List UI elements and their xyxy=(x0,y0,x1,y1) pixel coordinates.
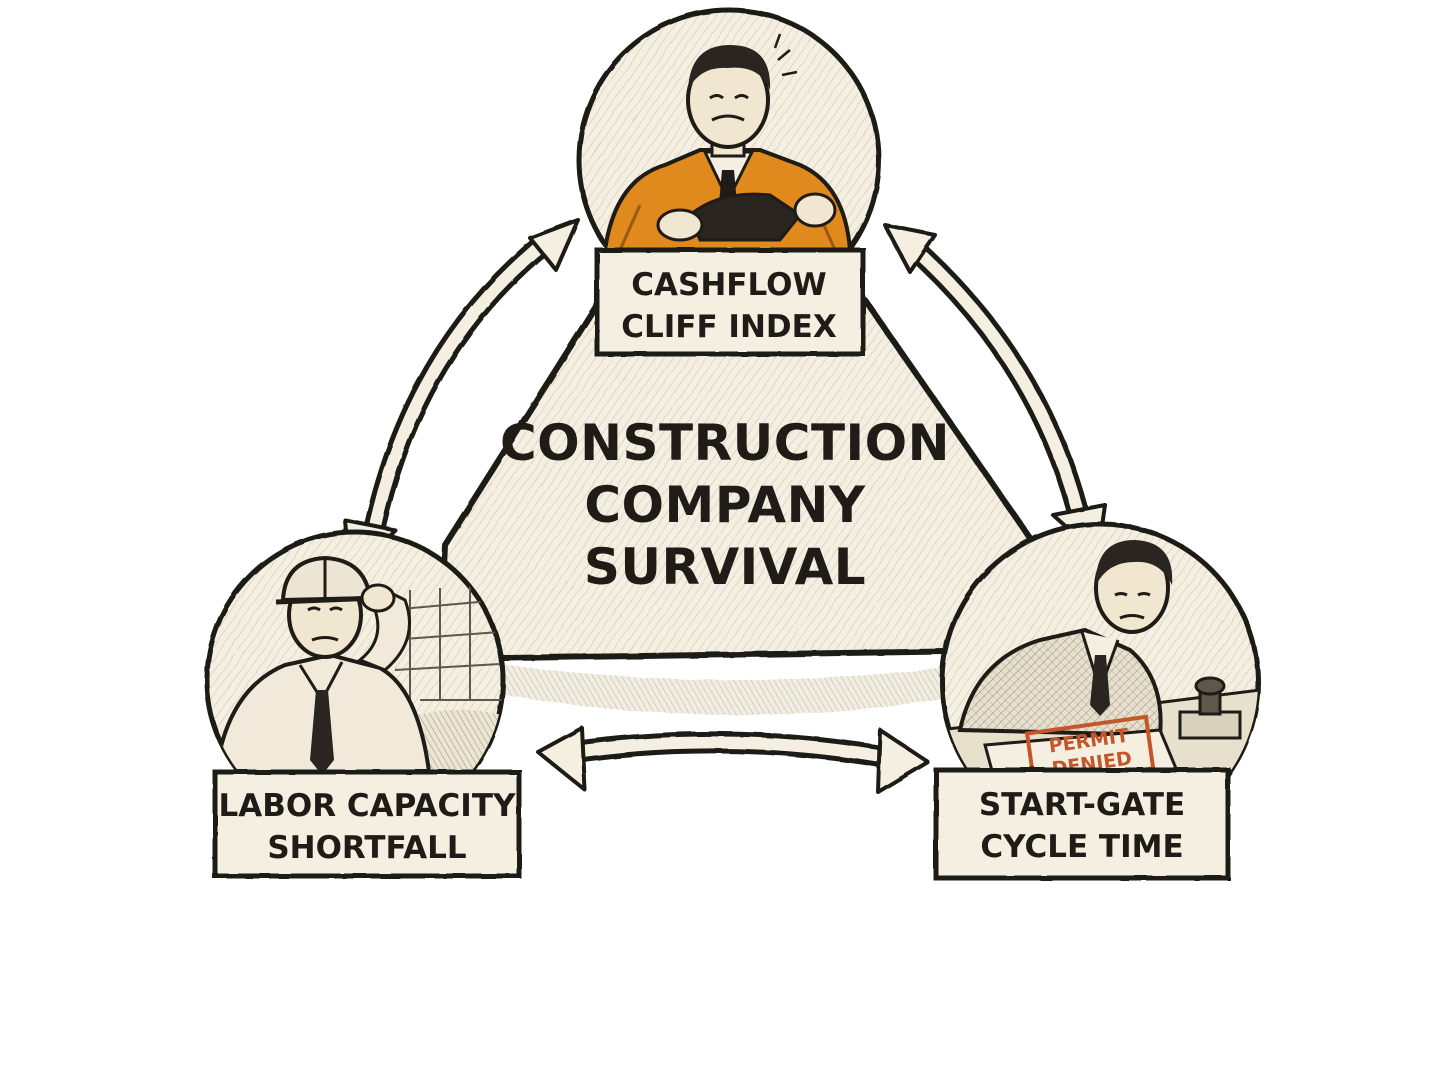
center-label: CONSTRUCTION COMPANY SURVIVAL xyxy=(500,414,950,596)
node-start-gate: PERMIT DENIED START-GATE CYCLE TIME xyxy=(933,521,1261,881)
labor-label-line-1: LABOR CAPACITY xyxy=(219,788,516,824)
center-line-2: COMPANY xyxy=(584,476,866,534)
cashflow-label-line-1: CASHFLOW xyxy=(631,267,826,303)
center-line-1: CONSTRUCTION xyxy=(500,414,950,472)
worried-man-empty-wallet-icon xyxy=(602,33,853,252)
center-line-3: SURVIVAL xyxy=(584,538,866,596)
center-triangle xyxy=(435,297,1048,715)
labor-label-line-2: SHORTFALL xyxy=(267,830,466,866)
node-cashflow: CASHFLOW CLIFF INDEX xyxy=(576,7,882,357)
cashflow-label-line-2: CLIFF INDEX xyxy=(621,309,837,345)
start-gate-label-line-2: CYCLE TIME xyxy=(980,829,1183,865)
start-gate-label-line-1: START-GATE xyxy=(979,787,1185,823)
connector-labor-startgate xyxy=(536,726,930,794)
